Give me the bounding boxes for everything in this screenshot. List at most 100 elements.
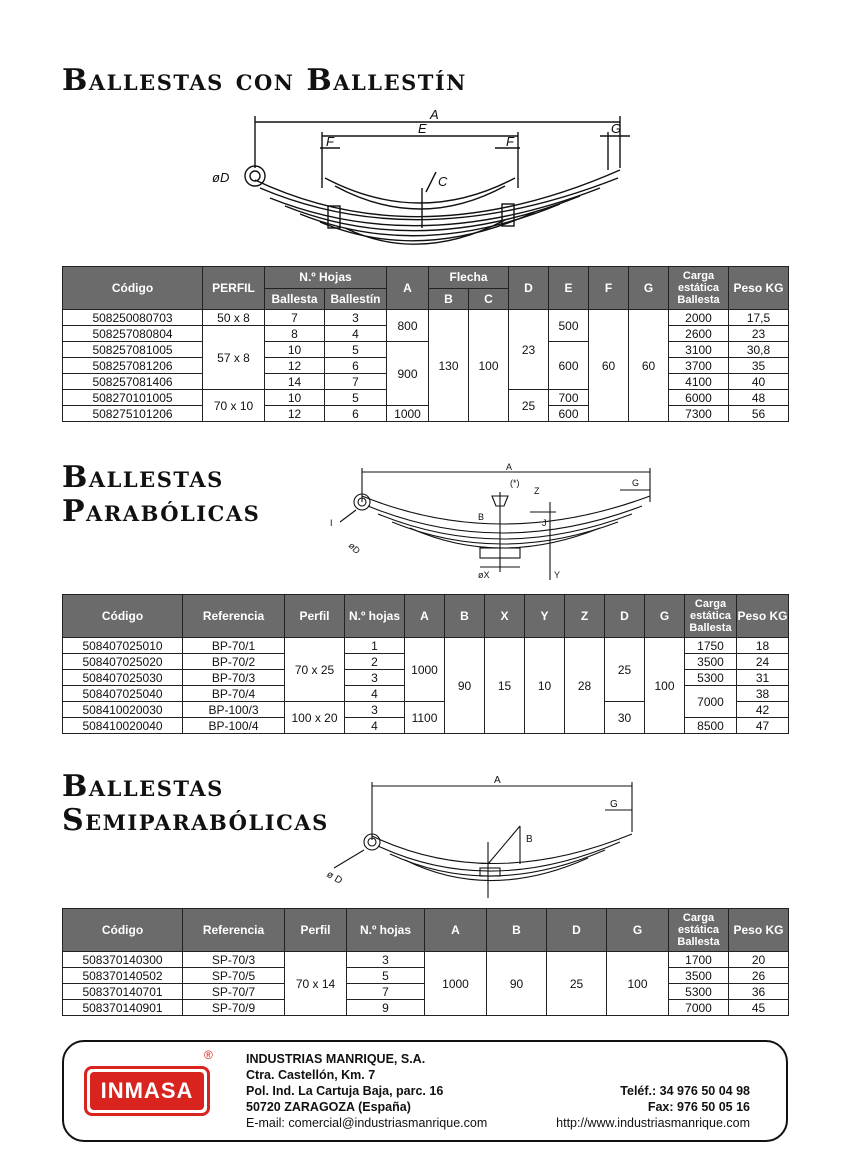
cell-a: 800 bbox=[386, 309, 429, 342]
cell-codigo: 508275101206 bbox=[62, 405, 203, 422]
col-header-codigo: Código bbox=[62, 908, 183, 952]
cell-nhojas: 3 bbox=[346, 951, 425, 968]
cell-codigo: 508410020030 bbox=[62, 701, 183, 718]
cell-referencia: SP-70/5 bbox=[182, 967, 285, 984]
semiparabolic-spring-drawing: A G B ø D bbox=[325, 775, 633, 898]
cell-a: 1100 bbox=[404, 701, 445, 734]
dim-label-x: øX bbox=[478, 570, 490, 580]
col-header-perfil: Perfil bbox=[284, 594, 345, 638]
table-row: 508275101206 12 6 1000 600 7300 56 bbox=[62, 405, 790, 422]
cell-codigo: 508407025010 bbox=[62, 637, 183, 654]
address-line2: Pol. Ind. La Cartuja Baja, parc. 16 bbox=[246, 1084, 444, 1098]
cell-carga: 7300 bbox=[668, 405, 730, 422]
cell-nhojas: 3 bbox=[344, 701, 405, 718]
cell-referencia: SP-70/3 bbox=[182, 951, 285, 968]
cell-peso: 40 bbox=[728, 373, 790, 390]
parabolic-spec-table: Código Referencia Perfil N.º hojas A B X… bbox=[62, 594, 789, 734]
col-header-b: B bbox=[428, 287, 469, 310]
col-header-referencia: Referencia bbox=[182, 908, 285, 952]
cell-z: 28 bbox=[564, 637, 605, 734]
section-title-semiparabolicas-line1: Ballestas bbox=[62, 769, 224, 804]
cell-nhojas: 4 bbox=[344, 717, 405, 734]
cell-codigo: 508257080804 bbox=[62, 325, 203, 342]
dim-label-f-right: F bbox=[506, 134, 515, 149]
cell-peso: 36 bbox=[728, 983, 789, 1000]
table-row: 508257081406 14 7 4100 40 bbox=[62, 373, 790, 390]
col-header-g: G bbox=[606, 908, 669, 952]
cell-nhojas: 9 bbox=[346, 999, 425, 1016]
cell-d: 25 bbox=[604, 637, 645, 702]
cell-carga: 1700 bbox=[668, 951, 729, 968]
cell-ballesta: 10 bbox=[264, 389, 325, 406]
cell-codigo: 508370140300 bbox=[62, 951, 183, 968]
dim-label-d: øD bbox=[347, 540, 363, 556]
logo-text: INMASA bbox=[90, 1072, 204, 1110]
col-header-nhojas: N.º hojas bbox=[346, 908, 425, 952]
cell-codigo: 508257081406 bbox=[62, 373, 203, 390]
cell-codigo: 508407025040 bbox=[62, 685, 183, 702]
cell-perfil: 57 x 8 bbox=[202, 325, 265, 390]
cell-g: 60 bbox=[628, 309, 670, 422]
cell-carga: 3500 bbox=[668, 967, 729, 984]
fax-number: Fax: 976 50 05 16 bbox=[647, 1100, 750, 1114]
cell-e: 600 bbox=[548, 405, 590, 422]
cell-ballesta: 14 bbox=[264, 373, 325, 390]
cell-codigo: 508257081206 bbox=[62, 357, 203, 374]
cell-perfil: 100 x 20 bbox=[284, 701, 345, 734]
cell-nhojas: 7 bbox=[346, 983, 425, 1000]
col-header-ballesta: Ballesta bbox=[264, 287, 325, 310]
cell-referencia: BP-100/4 bbox=[182, 717, 285, 734]
cell-ballesta: 7 bbox=[264, 309, 325, 326]
col-header-nhojas: N.º Hojas bbox=[264, 266, 387, 289]
dim-label-d: øD bbox=[212, 170, 229, 185]
cell-ballestin: 6 bbox=[324, 357, 387, 374]
cell-codigo: 508407025020 bbox=[62, 653, 183, 670]
cell-nhojas: 4 bbox=[344, 685, 405, 702]
col-header-d: D bbox=[508, 266, 550, 310]
col-header-z: Z bbox=[564, 594, 605, 638]
website-link[interactable]: http://www.industriasmanrique.com bbox=[556, 1116, 750, 1130]
parabolic-spring-drawing: A G (*) Z B J øX Y øD I bbox=[330, 462, 651, 580]
cell-perfil: 50 x 8 bbox=[202, 309, 265, 326]
cell-peso: 38 bbox=[736, 685, 789, 702]
col-header-g: G bbox=[644, 594, 685, 638]
cell-peso: 42 bbox=[736, 701, 789, 718]
col-header-a: A bbox=[404, 594, 445, 638]
col-header-f: F bbox=[588, 266, 630, 310]
cell-codigo: 508257081005 bbox=[62, 341, 203, 358]
cell-referencia: SP-70/9 bbox=[182, 999, 285, 1016]
cell-carga: 5300 bbox=[684, 669, 737, 686]
cell-peso: 24 bbox=[736, 653, 789, 670]
cell-ballesta: 12 bbox=[264, 405, 325, 422]
ballestin-spec-table: Código PERFIL N.º Hojas A Flecha D E F G… bbox=[62, 266, 790, 422]
col-header-perfil: Perfil bbox=[284, 908, 347, 952]
cell-a: 900 bbox=[386, 341, 429, 406]
cell-codigo: 508370140701 bbox=[62, 983, 183, 1000]
cell-g: 100 bbox=[606, 951, 669, 1016]
dim-label-j: J bbox=[542, 518, 547, 528]
col-header-referencia: Referencia bbox=[182, 594, 285, 638]
table-row: 508370140901 SP-70/9 9 7000 45 bbox=[62, 999, 789, 1016]
cell-d: 30 bbox=[604, 701, 645, 734]
cell-codigo: 508410020040 bbox=[62, 717, 183, 734]
cell-y: 10 bbox=[524, 637, 565, 734]
section-title-ballestin: Ballestas con Ballestín bbox=[62, 63, 467, 98]
col-header-nhojas: N.º hojas bbox=[344, 594, 405, 638]
table-row: 508250080703 50 x 8 7 3 800 130 100 23 5… bbox=[62, 309, 790, 422]
cell-codigo: 508407025030 bbox=[62, 669, 183, 686]
cell-nhojas: 1 bbox=[344, 637, 405, 654]
col-header-peso: Peso KG bbox=[736, 594, 789, 638]
cell-b: 90 bbox=[486, 951, 547, 1016]
col-header-perfil: PERFIL bbox=[202, 266, 265, 310]
cell-ballestin: 3 bbox=[324, 309, 387, 326]
dim-label-c: C bbox=[438, 174, 448, 189]
col-header-b: B bbox=[486, 908, 547, 952]
cell-perfil: 70 x 10 bbox=[202, 389, 265, 422]
cell-codigo: 508370140901 bbox=[62, 999, 183, 1016]
address-line3: 50720 ZARAGOZA (España) bbox=[246, 1100, 411, 1114]
email-link[interactable]: E-mail: comercial@industriasmanrique.com bbox=[246, 1116, 488, 1130]
cell-peso: 26 bbox=[728, 967, 789, 984]
cell-ballesta: 10 bbox=[264, 341, 325, 358]
cell-peso: 30,8 bbox=[728, 341, 790, 358]
cell-referencia: BP-70/4 bbox=[182, 685, 285, 702]
